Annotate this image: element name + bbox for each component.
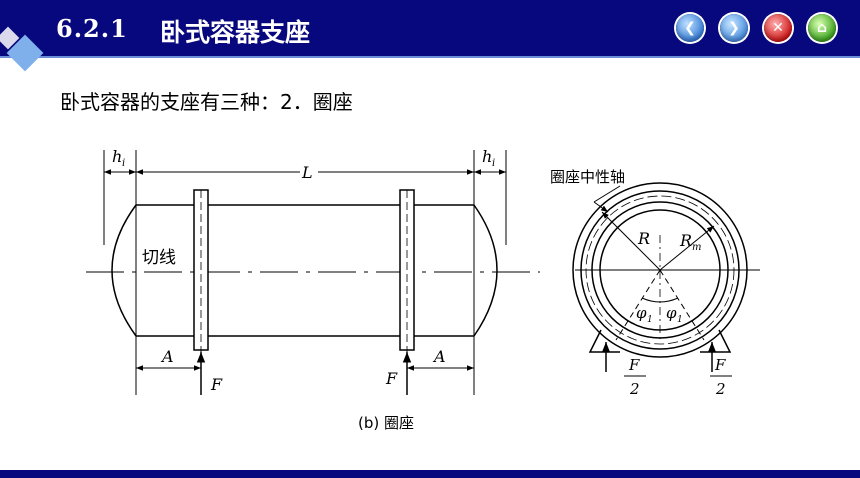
- label-R: R: [637, 229, 650, 248]
- label-hi-right: h: [482, 147, 492, 166]
- label-A-left: A: [160, 347, 174, 366]
- label-hi-left: h: [112, 147, 122, 166]
- section-title: 卧式容器支座: [160, 18, 311, 47]
- previous-button[interactable]: ❮: [676, 14, 704, 42]
- label-hi-right-sub: i: [492, 158, 495, 169]
- intro-text: 卧式容器的支座有三种：2．圈座: [60, 90, 353, 114]
- label-Rm: R: [679, 231, 692, 250]
- footer-bar: [0, 470, 860, 478]
- label-A-right: A: [432, 347, 446, 366]
- vessel-outline: [111, 204, 498, 337]
- next-button[interactable]: ❯: [720, 14, 748, 42]
- label-F-right: F: [385, 369, 398, 388]
- diagram-caption: (b) 圈座: [358, 414, 414, 432]
- header-bar: [0, 0, 860, 56]
- label-F-left: F: [210, 375, 223, 394]
- label-Rm-sub: m: [692, 242, 701, 253]
- label-F2-left-den: 2: [629, 380, 640, 398]
- section-number: 6.2.1: [56, 14, 128, 43]
- arrow-left-icon: ❮: [684, 20, 696, 36]
- label-ring-neutral-axis: 圈座中性轴: [550, 168, 625, 186]
- label-phi-right-sub: 1: [677, 315, 683, 325]
- home-button[interactable]: ⌂: [808, 14, 836, 42]
- arrow-right-icon: ❯: [728, 20, 740, 36]
- label-F2-left-num: F: [628, 356, 640, 374]
- label-F2-right-den: 2: [715, 380, 726, 398]
- label-phi-right: φ: [666, 304, 677, 322]
- close-icon: ✕: [772, 20, 784, 36]
- label-F2-right-num: F: [714, 356, 726, 374]
- header-divider: [0, 56, 860, 58]
- home-icon: ⌂: [816, 20, 828, 36]
- close-button[interactable]: ✕: [764, 14, 792, 42]
- label-phi-left-sub: 1: [647, 315, 653, 325]
- label-hi-left-sub: i: [122, 158, 125, 169]
- label-tangent: 切线: [142, 248, 176, 268]
- label-phi-left: φ: [636, 304, 647, 322]
- label-L: L: [301, 163, 313, 182]
